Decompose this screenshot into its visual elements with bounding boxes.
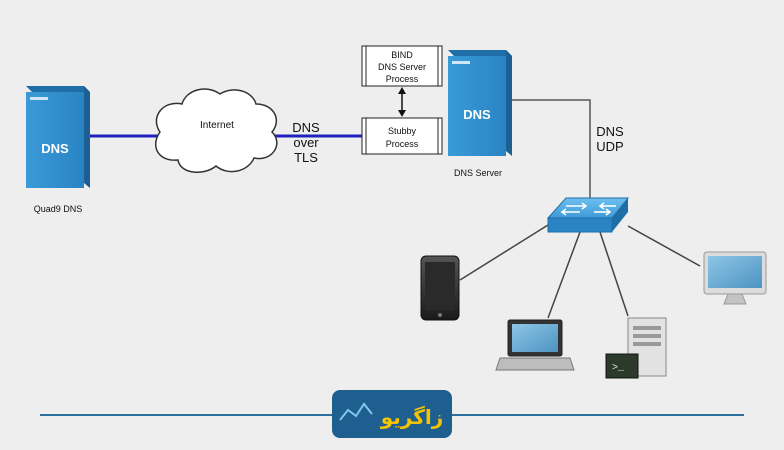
protocol-label-tls: DNS over TLS — [292, 120, 320, 165]
pc-server-icon: >_ — [605, 317, 667, 379]
udp-line-1: DNS — [596, 124, 624, 139]
double-arrow-icon — [398, 87, 406, 117]
bind-process-box: BIND DNS Server Process — [361, 45, 443, 87]
tls-line-1: DNS — [292, 120, 320, 135]
dns-server-label: DNS — [463, 107, 491, 122]
dns-server: DNS — [448, 50, 512, 156]
protocol-label-udp: DNS UDP — [596, 124, 624, 154]
quad9-server: DNS — [26, 86, 90, 188]
quad9-server-label: DNS — [41, 141, 69, 156]
network-switch-icon — [546, 197, 630, 233]
laptop-icon — [495, 319, 575, 371]
internet-cloud-icon: Internet — [155, 88, 278, 173]
dns-server-caption: DNS Server — [454, 168, 502, 178]
link-switch-laptop — [547, 231, 581, 319]
stubby-process-box: Stubby Process — [361, 117, 443, 155]
link-switch-pcserver — [599, 231, 629, 317]
link-dnsserver-switch — [512, 99, 591, 200]
quad9-caption: Quad9 DNS — [34, 204, 83, 214]
smartphone-icon — [420, 255, 460, 321]
link-switch-phone — [459, 219, 557, 281]
bind-line-1: BIND — [391, 50, 413, 60]
tls-line-2: over — [293, 135, 319, 150]
stubby-line-1: Stubby — [388, 126, 417, 136]
logo-text: زاگریو — [380, 405, 444, 429]
bind-line-2: DNS Server — [378, 62, 426, 72]
tls-line-3: TLS — [294, 150, 318, 165]
udp-line-2: UDP — [596, 139, 623, 154]
stubby-line-2: Process — [386, 139, 419, 149]
svg-text:>_: >_ — [612, 363, 625, 374]
cloud-label: Internet — [200, 120, 234, 131]
bind-line-3: Process — [386, 74, 419, 84]
zagrio-logo: زاگریو — [332, 390, 452, 438]
desktop-monitor-icon — [703, 251, 767, 305]
link-switch-imac — [627, 225, 701, 267]
